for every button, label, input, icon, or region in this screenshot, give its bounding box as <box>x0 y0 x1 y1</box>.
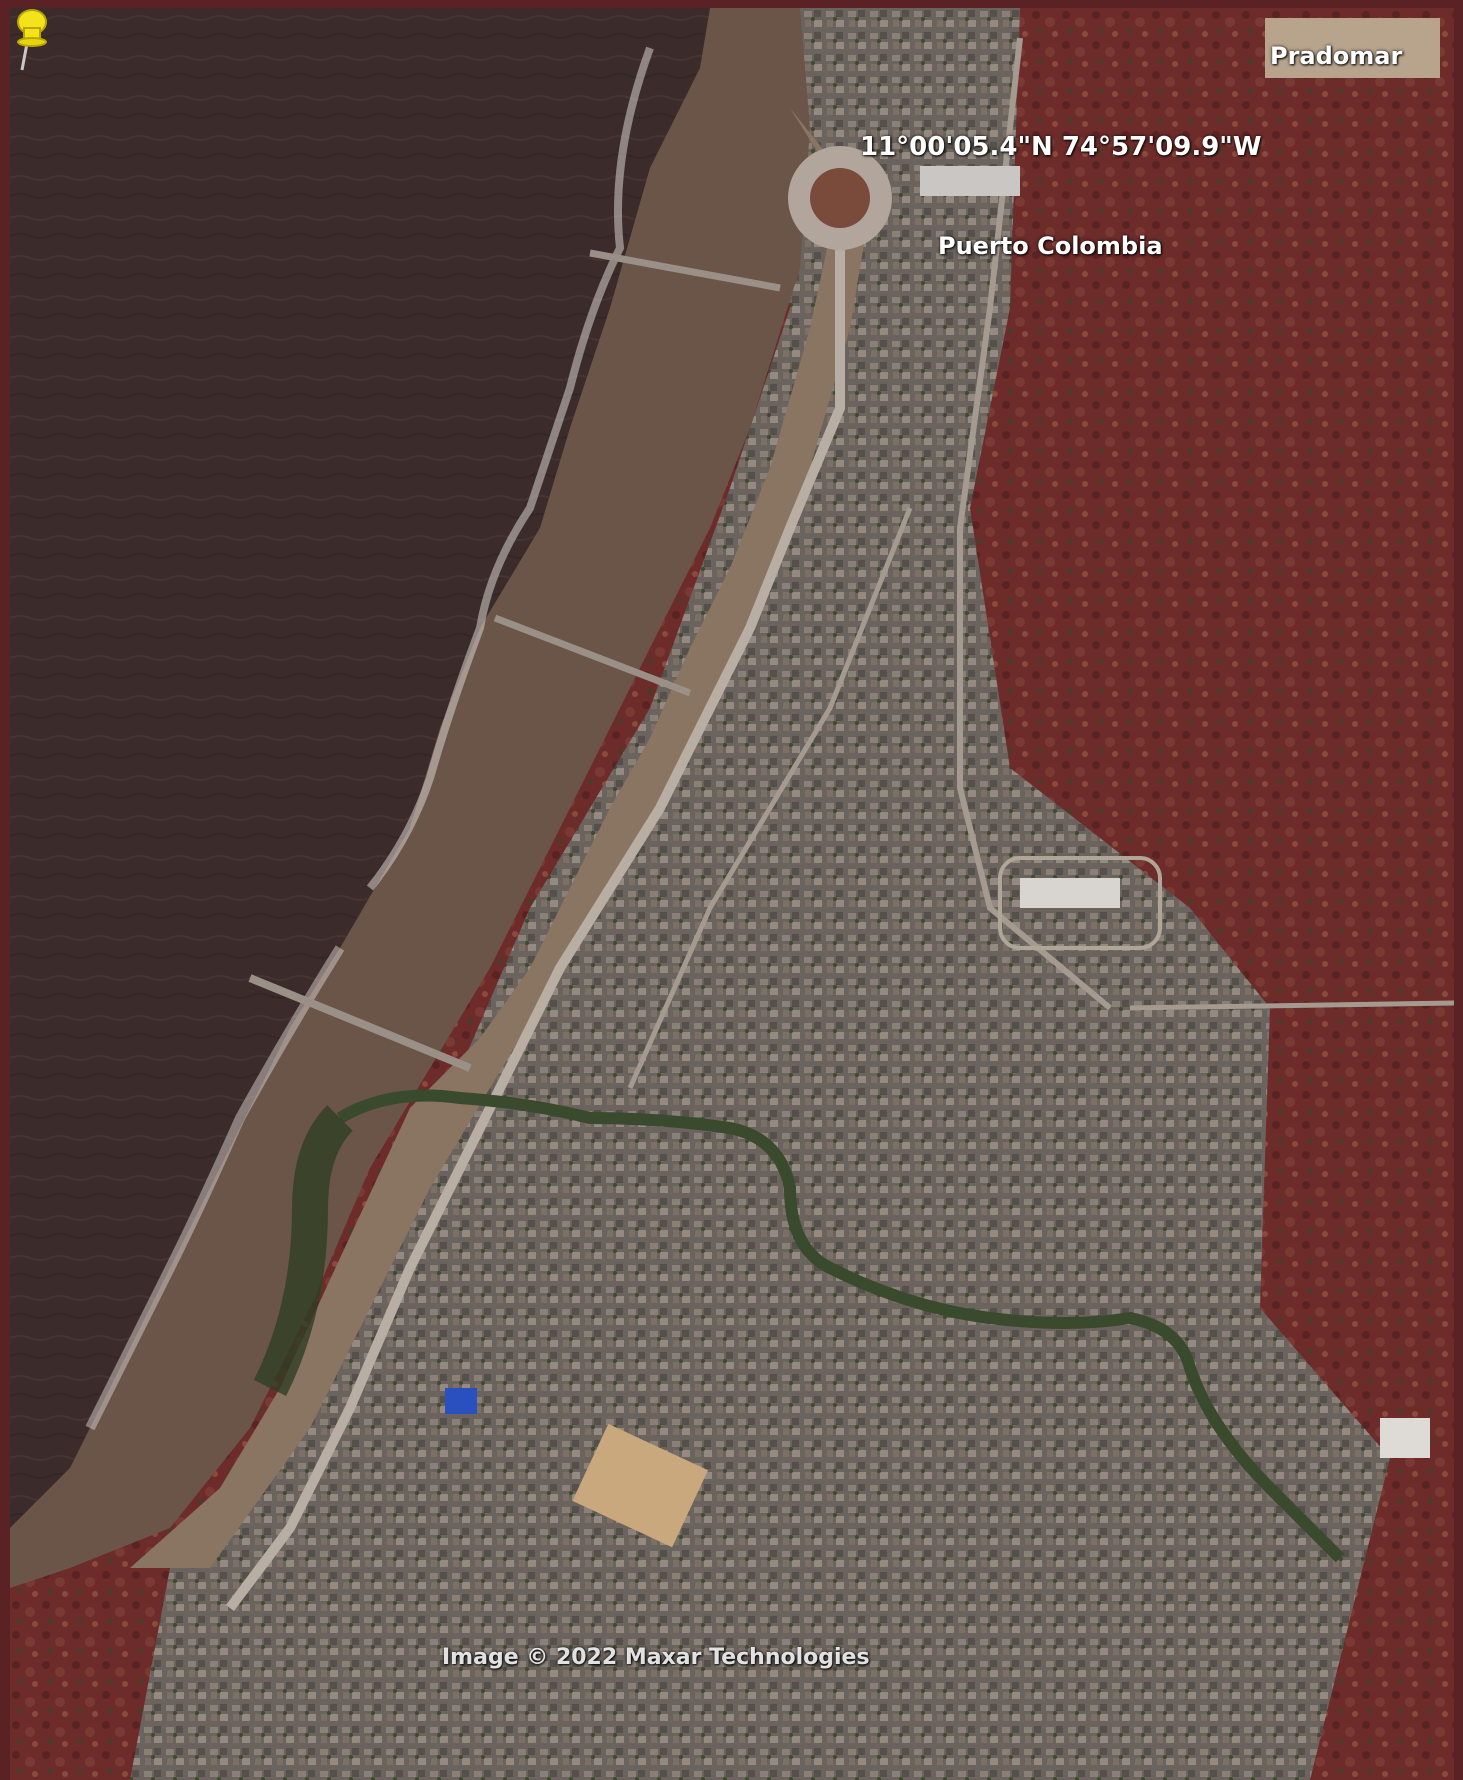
place-label-puerto-colombia[interactable]: Puerto Colombia <box>938 232 1163 260</box>
satellite-imagery <box>10 8 1454 1780</box>
satellite-map[interactable]: Pradomar Puerto Colombia 11°00'05.4"N 74… <box>10 8 1454 1780</box>
imagery-attribution: Image © 2022 Maxar Technologies <box>442 1645 870 1670</box>
pin-coordinates-label: 11°00'05.4"N 74°57'09.9"W <box>860 132 1262 162</box>
place-label-pradomar[interactable]: Pradomar <box>1270 42 1403 70</box>
yellow-pushpin-icon[interactable] <box>10 8 50 72</box>
